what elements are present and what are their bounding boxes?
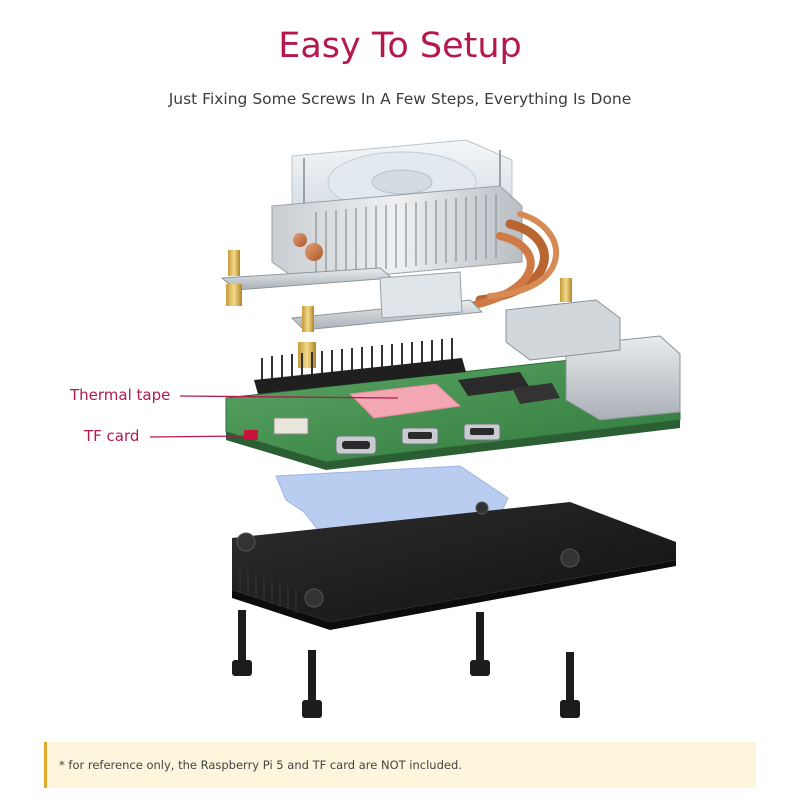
screw — [470, 612, 490, 676]
disclaimer-text: * for reference only, the Raspberry Pi 5… — [59, 758, 462, 772]
callout-line-thermal — [179, 395, 399, 399]
black-case — [232, 501, 676, 630]
page-title: Easy To Setup — [278, 26, 522, 66]
callout-line-tf — [149, 435, 245, 438]
tf-card-label: TF card — [84, 427, 140, 445]
raspberry-pi-board — [225, 299, 681, 470]
screw — [560, 652, 580, 718]
disclaimer-note: * for reference only, the Raspberry Pi 5… — [44, 742, 756, 788]
screw — [302, 650, 322, 718]
mounting-bracket — [220, 267, 484, 331]
heat-pipes — [466, 211, 560, 310]
page-subtitle: Just Fixing Some Screws In A Few Steps, … — [168, 90, 632, 108]
thermal-tape-label: Thermal tape — [70, 386, 171, 404]
brass-standoff — [298, 306, 316, 368]
thermal-tape-pink — [348, 383, 462, 419]
heatsink-fins — [271, 185, 523, 283]
brass-standoff — [226, 250, 242, 306]
screw — [232, 610, 252, 676]
